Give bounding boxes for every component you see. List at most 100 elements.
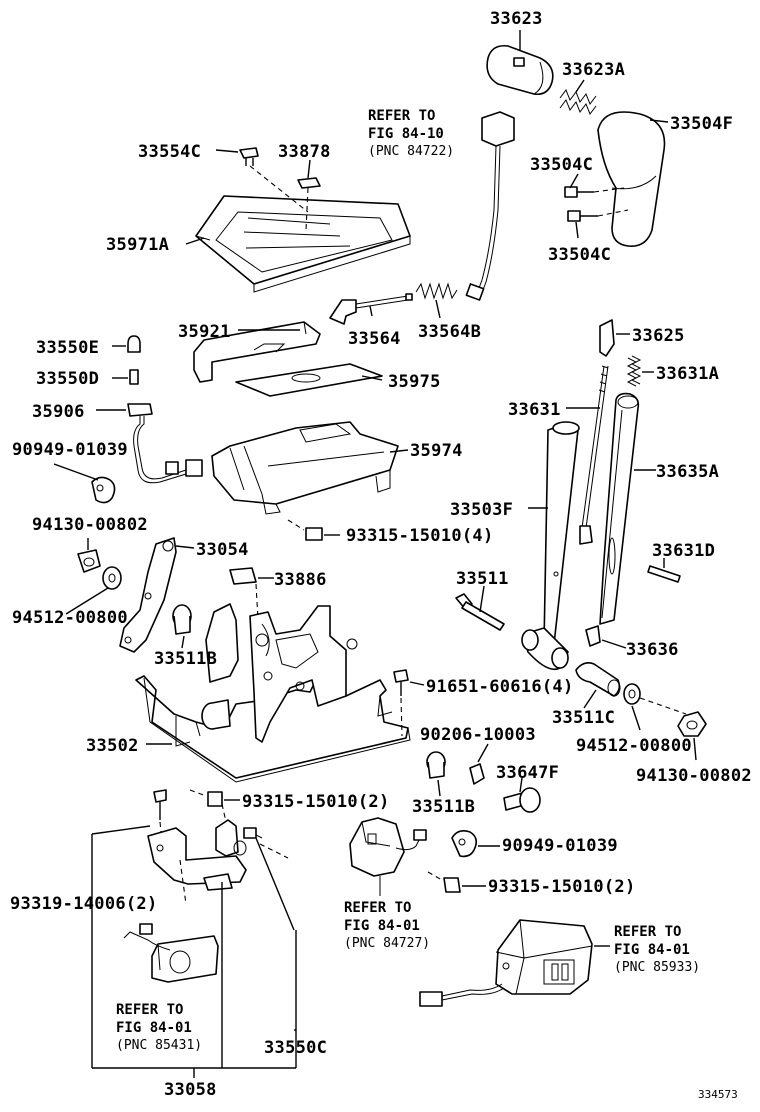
label-94512-00800-b: 94512-00800 (576, 736, 692, 756)
shift-knob-33504F (597, 111, 666, 247)
label-33504F: 33504F (670, 114, 733, 134)
indicator-cover-35971A (195, 195, 411, 293)
figure-id: 334573 (698, 1088, 738, 1101)
label-90206-10003: 90206-10003 (420, 725, 536, 745)
label-33550D: 33550D (36, 369, 99, 389)
label-33631: 33631 (508, 400, 561, 420)
svg-text:FIG 84-01: FIG 84-01 (116, 1020, 192, 1036)
label-33886: 33886 (274, 570, 327, 590)
label-33511C: 33511C (552, 708, 615, 728)
label-90949-01039-a: 90949-01039 (12, 440, 128, 460)
label-33550C: 33550C (264, 1038, 327, 1058)
computer-85933 (419, 919, 593, 1007)
plate-35921 (193, 321, 321, 383)
label-33564B: 33564B (418, 322, 481, 342)
pin-33631D (647, 565, 681, 583)
washer-94512-b (623, 683, 641, 705)
spring-33623A (559, 88, 597, 116)
label-94130-00802-a: 94130-00802 (32, 515, 148, 535)
washer-94512-a (102, 566, 122, 590)
lever-33635A (599, 392, 640, 625)
svg-text:(PNC 84727): (PNC 84727) (344, 936, 430, 951)
svg-text:FIG 84-01: FIG 84-01 (344, 918, 420, 934)
label-33502: 33502 (86, 736, 139, 756)
label-93315-15010-2-a: 93315-15010(2) (242, 792, 390, 812)
label-33878: 33878 (278, 142, 331, 162)
label-94130-00802-b: 94130-00802 (636, 766, 752, 786)
label-91651-60616-4: 91651-60616(4) (426, 677, 574, 697)
slide-plate-35975 (235, 363, 383, 397)
shift-lock-switch-84727 (349, 817, 427, 896)
screw-33504C-lower (567, 210, 598, 222)
spring-33631A (626, 355, 642, 387)
shift-lock-bracket (147, 819, 263, 891)
svg-text:REFER TO: REFER TO (116, 1002, 183, 1018)
svg-text:REFER TO: REFER TO (368, 108, 435, 124)
bracket-33054 (119, 537, 177, 653)
label-33504C-upper: 33504C (530, 155, 593, 175)
solenoid-85431 (123, 923, 219, 983)
screw-93315-b (189, 789, 223, 807)
svg-text:FIG 84-10: FIG 84-10 (368, 126, 444, 142)
label-93315-15010-4: 93315-15010(4) (346, 526, 494, 546)
refer-note-85431: REFER TO FIG 84-01 (PNC 85431) (116, 1002, 202, 1053)
shift-lever-base-33502 (135, 603, 411, 783)
label-33625: 33625 (632, 326, 685, 346)
label-33054: 33054 (196, 540, 249, 560)
clip-33554C (239, 147, 259, 166)
clip-90206 (469, 763, 485, 785)
bulb-33550E (127, 335, 141, 353)
label-93315-15010-2-b: 93315-15010(2) (488, 877, 636, 897)
refer-note-84722: REFER TO FIG 84-10 (PNC 84722) (368, 108, 454, 159)
svg-text:(PNC 84722): (PNC 84722) (368, 144, 454, 159)
label-33504C-lower: 33504C (548, 245, 611, 265)
label-94512-00800-a: 94512-00800 (12, 608, 128, 628)
svg-text:(PNC 85933): (PNC 85933) (614, 960, 700, 975)
label-33623A: 33623A (562, 60, 625, 80)
screw-93315-c (427, 871, 461, 893)
label-33058: 33058 (164, 1080, 217, 1100)
label-33554C: 33554C (138, 142, 201, 162)
label-90949-01039-b: 90949-01039 (502, 836, 618, 856)
screw-93319 (153, 789, 167, 820)
collar-33511C (575, 662, 621, 697)
harness-connector-84722 (465, 111, 515, 301)
label-35921: 35921 (178, 322, 231, 342)
screw-33504C-upper (564, 186, 594, 198)
label-33631D: 33631D (652, 541, 715, 561)
refer-note-84727: REFER TO FIG 84-01 (PNC 84727) (344, 900, 430, 951)
refer-note-85933: REFER TO FIG 84-01 (PNC 85933) (614, 924, 700, 975)
label-35974: 35974 (410, 441, 463, 461)
svg-text:FIG 84-01: FIG 84-01 (614, 942, 690, 958)
assy-bracket-33058 (91, 825, 297, 1078)
label-35971A: 35971A (106, 235, 169, 255)
label-33636: 33636 (626, 640, 679, 660)
screw-93315-a (287, 519, 323, 541)
label-33623: 33623 (490, 9, 543, 29)
lamp-33878 (297, 177, 321, 189)
label-35906: 35906 (32, 402, 85, 422)
svg-text:(PNC 85431): (PNC 85431) (116, 1038, 202, 1053)
label-33511B-upper: 33511B (154, 649, 217, 669)
knob-button-33625 (599, 319, 615, 357)
label-33635A: 33635A (656, 462, 719, 482)
bolt-91651 (393, 669, 409, 696)
svg-text:REFER TO: REFER TO (614, 924, 681, 940)
clamp-90949-a (91, 476, 116, 504)
clip-33636 (585, 625, 601, 647)
label-93319-14006-2: 93319-14006(2) (10, 894, 158, 914)
label-33631A: 33631A (656, 364, 719, 384)
stopper-33886 (229, 567, 257, 585)
rod-33631 (579, 365, 609, 545)
shift-knob-button-33623 (486, 44, 554, 96)
housing-35974 (211, 421, 399, 515)
label-33511: 33511 (456, 569, 509, 589)
spring-33564B (415, 282, 458, 300)
socket-33550D (129, 369, 139, 385)
svg-text:REFER TO: REFER TO (344, 900, 411, 916)
bushing-33511B-upper (172, 604, 192, 635)
label-33647F: 33647F (496, 763, 559, 783)
nut-94130-b (677, 711, 707, 737)
label-33503F: 33503F (450, 500, 513, 520)
